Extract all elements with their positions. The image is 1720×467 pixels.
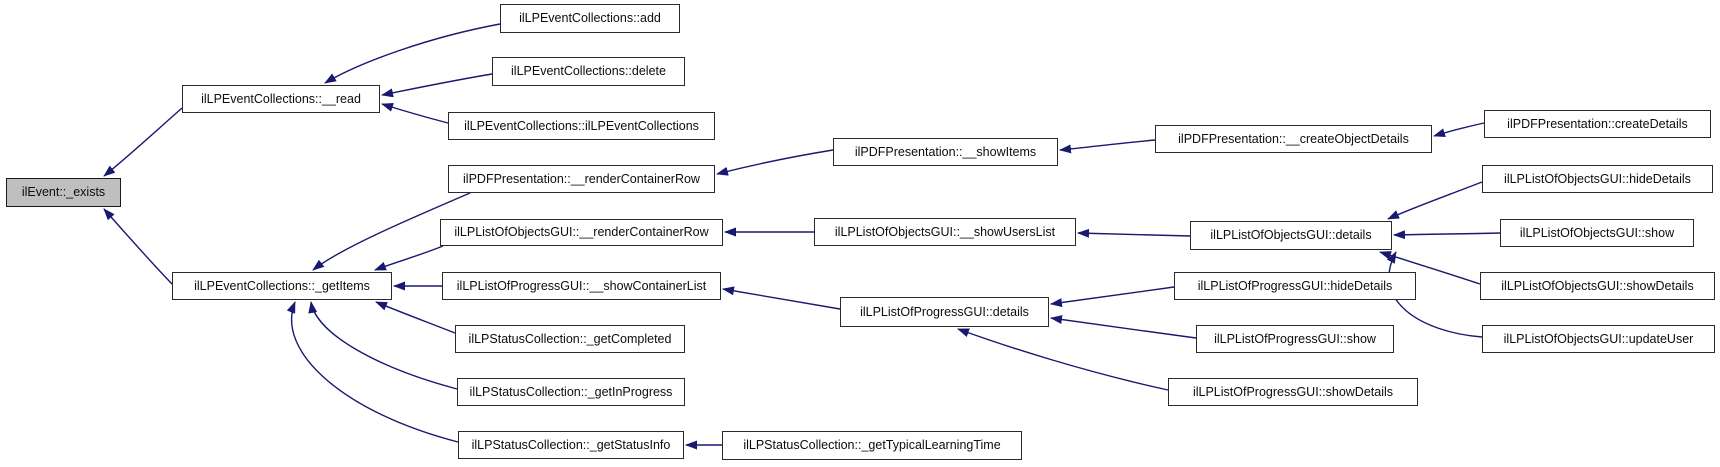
graph-node-objShow[interactable]: ilLPListOfObjectsGUI::show bbox=[1500, 219, 1694, 247]
graph-node-objShowDetails[interactable]: ilLPListOfObjectsGUI::showDetails bbox=[1480, 272, 1715, 300]
call-edge-pdfRender-to-getItems bbox=[312, 192, 471, 271]
call-edge-objRender-to-getItems bbox=[374, 245, 444, 271]
graph-node-getInProgress[interactable]: ilLPStatusCollection::_getInProgress bbox=[457, 378, 685, 406]
graph-node-getStatusInfo[interactable]: ilLPStatusCollection::_getStatusInfo bbox=[458, 431, 684, 459]
call-edge-progHideDetails-to-progDetails bbox=[1050, 286, 1175, 308]
call-edge-delete-to-read bbox=[381, 73, 493, 98]
graph-node-pdfRender[interactable]: ilPDFPresentation::__renderContainerRow bbox=[448, 165, 715, 193]
call-edge-add-to-read bbox=[324, 23, 501, 84]
graph-node-objUpdateUser[interactable]: ilLPListOfObjectsGUI::updateUser bbox=[1482, 325, 1715, 353]
graph-node-objDetails[interactable]: ilLPListOfObjectsGUI::details bbox=[1190, 221, 1392, 250]
graph-node-read[interactable]: ilLPEventCollections::__read bbox=[182, 85, 380, 113]
graph-node-progShowDetails[interactable]: ilLPListOfProgressGUI::showDetails bbox=[1168, 378, 1418, 406]
graph-node-progShow[interactable]: ilLPListOfProgressGUI::show bbox=[1196, 325, 1394, 353]
graph-node-progHideDetails[interactable]: ilLPListOfProgressGUI::hideDetails bbox=[1174, 272, 1416, 300]
graph-node-exists[interactable]: ilEvent::_exists bbox=[6, 178, 121, 207]
graph-node-getItems[interactable]: ilLPEventCollections::_getItems bbox=[172, 272, 392, 300]
call-edge-getItems-to-exists bbox=[103, 208, 173, 285]
call-edge-ctor-to-read bbox=[381, 103, 449, 124]
call-edge-createDetails-to-createObjDetails bbox=[1433, 122, 1485, 138]
call-edge-progDetails-to-progShowList bbox=[722, 286, 841, 310]
call-edge-objUpdateUser-to-objDetails bbox=[1386, 251, 1483, 338]
graph-node-createObjDetails[interactable]: ilPDFPresentation::__createObjectDetails bbox=[1155, 125, 1432, 153]
call-edge-getInProgress-to-getItems bbox=[308, 301, 458, 390]
graph-node-getTypical[interactable]: ilLPStatusCollection::_getTypicalLearnin… bbox=[722, 431, 1022, 460]
graph-node-add[interactable]: ilLPEventCollections::add bbox=[500, 4, 680, 33]
graph-node-progShowList[interactable]: ilLPListOfProgressGUI::__showContainerLi… bbox=[442, 272, 721, 300]
call-edge-showItems-to-pdfRender bbox=[716, 149, 834, 176]
graph-node-objHideDetails[interactable]: ilLPListOfObjectsGUI::hideDetails bbox=[1482, 165, 1713, 193]
call-edge-objDetails-to-showUsersList bbox=[1077, 228, 1191, 238]
graph-node-delete[interactable]: ilLPEventCollections::delete bbox=[492, 57, 685, 86]
graph-node-ctor[interactable]: ilLPEventCollections::ilLPEventCollectio… bbox=[448, 112, 715, 140]
graph-node-getCompleted[interactable]: ilLPStatusCollection::_getCompleted bbox=[455, 325, 685, 353]
call-edge-read-to-exists bbox=[103, 107, 183, 177]
call-edge-objHideDetails-to-objDetails bbox=[1387, 181, 1483, 220]
call-edge-createObjDetails-to-showItems bbox=[1059, 139, 1156, 154]
call-edge-getStatusInfo-to-getItems bbox=[286, 301, 459, 443]
call-edge-getCompleted-to-getItems bbox=[375, 301, 456, 334]
graph-node-createDetails[interactable]: ilPDFPresentation::createDetails bbox=[1484, 110, 1711, 138]
graph-node-progDetails[interactable]: ilLPListOfProgressGUI::details bbox=[840, 297, 1049, 327]
graph-node-objRender[interactable]: ilLPListOfObjectsGUI::__renderContainerR… bbox=[440, 219, 723, 246]
call-edge-objShow-to-objDetails bbox=[1393, 230, 1501, 240]
call-edge-progShow-to-progDetails bbox=[1050, 315, 1197, 339]
graph-node-showUsersList[interactable]: ilLPListOfObjectsGUI::__showUsersList bbox=[814, 218, 1076, 246]
graph-node-showItems[interactable]: ilPDFPresentation::__showItems bbox=[833, 138, 1058, 166]
call-edge-progShowDetails-to-progDetails bbox=[957, 328, 1169, 391]
